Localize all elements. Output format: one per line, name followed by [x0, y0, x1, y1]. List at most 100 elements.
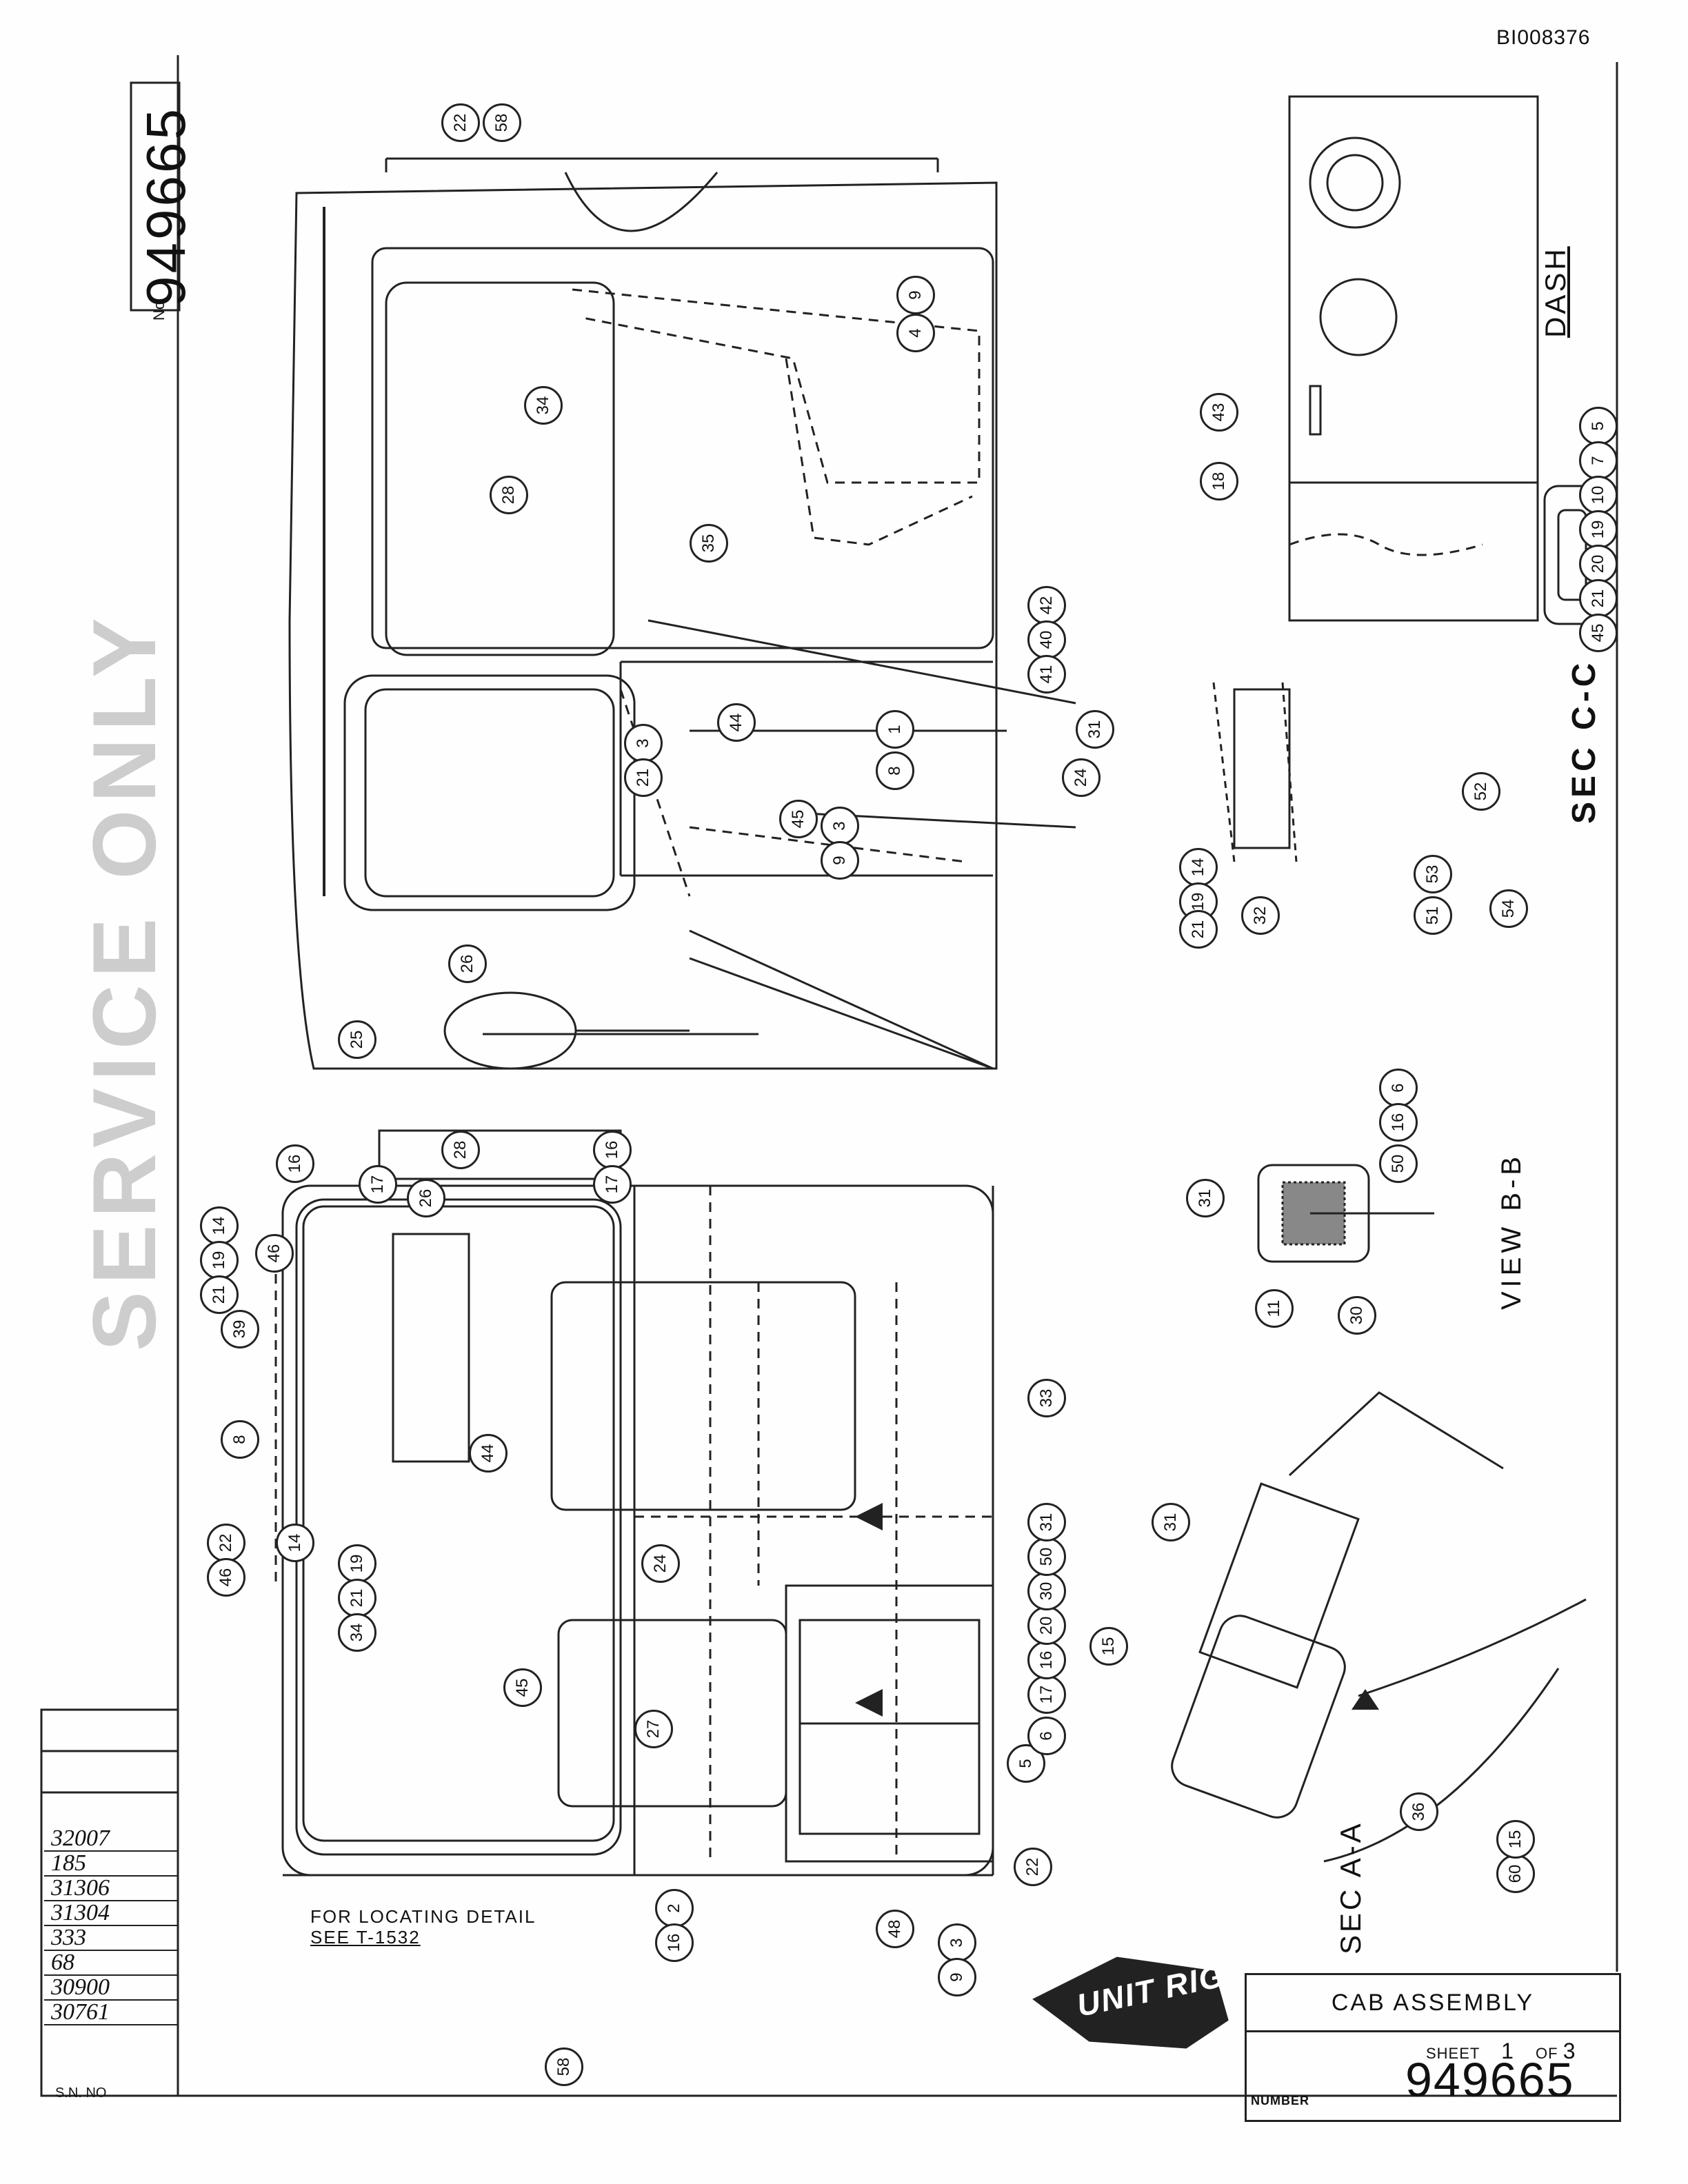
serial-number: 185: [44, 1852, 179, 1877]
locate-note-line1: FOR LOCATING DETAIL: [310, 1906, 536, 1927]
part-callout-8: 8: [221, 1420, 259, 1459]
part-callout-17: 17: [593, 1165, 632, 1204]
part-callout-21: 21: [338, 1579, 376, 1617]
part-callout-21: 21: [1579, 579, 1618, 618]
part-callout-26: 26: [407, 1179, 445, 1217]
part-callout-17: 17: [1027, 1675, 1066, 1714]
part-callout-44: 44: [717, 703, 756, 742]
part-callout-18: 18: [1200, 462, 1238, 501]
part-callout-50: 50: [1027, 1537, 1066, 1576]
part-callout-16: 16: [655, 1923, 694, 1962]
part-callout-5: 5: [1579, 407, 1618, 445]
label-dash: DASH: [1539, 246, 1571, 338]
serial-number: 68: [44, 1951, 179, 1976]
part-callout-60: 60: [1496, 1854, 1535, 1893]
part-callout-16: 16: [276, 1144, 314, 1183]
header-code: BI008376: [1496, 26, 1591, 49]
part-callout-3: 3: [624, 724, 663, 762]
part-callout-25: 25: [338, 1020, 376, 1059]
serial-number-table: 32007 185 31306 31304 333 68 30900 30761: [44, 1827, 179, 2025]
part-callout-50: 50: [1379, 1144, 1418, 1183]
part-callout-45: 45: [503, 1668, 542, 1707]
part-callout-28: 28: [441, 1131, 480, 1169]
part-callout-40: 40: [1027, 620, 1066, 659]
part-callout-3: 3: [938, 1923, 976, 1962]
service-stamp: SERVICE ONLY: [74, 611, 174, 1351]
part-callout-16: 16: [1379, 1103, 1418, 1142]
part-callout-21: 21: [200, 1275, 239, 1314]
part-callout-34: 34: [338, 1613, 376, 1652]
title-block: CAB ASSEMBLY SHEET 1 OF 3 NUMBER 949665: [1245, 1973, 1621, 2122]
part-callout-2: 2: [655, 1889, 694, 1928]
drawing-number-vertical: 949665: [135, 106, 197, 307]
part-callout-52: 52: [1462, 772, 1500, 811]
serial-number: 30900: [44, 1976, 179, 2001]
part-callout-22: 22: [207, 1524, 245, 1562]
part-callout-9: 9: [821, 841, 859, 880]
part-callout-36: 36: [1400, 1792, 1438, 1831]
part-callout-31: 31: [1186, 1179, 1225, 1217]
part-callout-14: 14: [1179, 848, 1218, 887]
part-callout-8: 8: [876, 751, 914, 790]
part-callout-27: 27: [634, 1710, 673, 1748]
part-callout-35: 35: [690, 524, 728, 563]
serial-number: 32007: [44, 1827, 179, 1852]
serial-number: 31306: [44, 1877, 179, 1901]
part-callout-4: 4: [896, 314, 935, 352]
serial-number: 30761: [44, 2001, 179, 2025]
number-label: NUMBER: [1251, 2094, 1309, 2107]
part-callout-21: 21: [1179, 910, 1218, 949]
part-callout-26: 26: [448, 944, 487, 983]
part-callout-33: 33: [1027, 1379, 1066, 1417]
part-callout-39: 39: [221, 1310, 259, 1348]
part-callout-58: 58: [545, 2048, 583, 2086]
part-callout-30: 30: [1338, 1296, 1376, 1335]
part-callout-14: 14: [276, 1524, 314, 1562]
part-callout-51: 51: [1414, 896, 1452, 935]
part-callout-58: 58: [483, 103, 521, 142]
drawing-number-prefix: No: [150, 301, 168, 321]
part-callout-28: 28: [490, 476, 528, 514]
serial-number: 31304: [44, 1901, 179, 1926]
part-callout-20: 20: [1579, 545, 1618, 583]
label-sec-a: SEC A-A: [1334, 1821, 1367, 1954]
part-callout-19: 19: [200, 1241, 239, 1280]
part-callout-46: 46: [255, 1234, 294, 1273]
part-callout-48: 48: [876, 1910, 914, 1948]
part-callout-19: 19: [1579, 510, 1618, 549]
part-callout-45: 45: [1579, 614, 1618, 652]
locate-note: FOR LOCATING DETAIL SEE T-1532: [310, 1906, 536, 1948]
part-callout-31: 31: [1152, 1503, 1190, 1541]
part-callout-32: 32: [1241, 896, 1280, 935]
drawing-title: CAB ASSEMBLY: [1247, 1975, 1619, 2032]
part-callout-44: 44: [469, 1434, 508, 1473]
part-callout-15: 15: [1089, 1627, 1128, 1666]
part-callout-31: 31: [1076, 710, 1114, 749]
part-callout-17: 17: [359, 1165, 397, 1204]
part-callout-19: 19: [338, 1544, 376, 1583]
label-view-b: VIEW B-B: [1496, 1152, 1527, 1310]
part-callout-22: 22: [441, 103, 480, 142]
drawing-number: 949665: [1405, 2053, 1575, 2107]
locate-note-line2: SEE T-1532: [310, 1927, 421, 1948]
part-callout-54: 54: [1489, 889, 1528, 928]
part-callout-6: 6: [1027, 1717, 1066, 1755]
serial-number-label: S.N. NO: [55, 2085, 107, 2101]
part-callout-16: 16: [1027, 1641, 1066, 1679]
part-callout-43: 43: [1200, 393, 1238, 432]
part-callout-15: 15: [1496, 1820, 1535, 1859]
part-callout-21: 21: [624, 758, 663, 797]
part-callout-6: 6: [1379, 1069, 1418, 1107]
serial-number: 333: [44, 1926, 179, 1951]
part-callout-45: 45: [779, 800, 818, 838]
part-callout-46: 46: [207, 1558, 245, 1597]
part-callout-24: 24: [641, 1544, 680, 1583]
part-callout-9: 9: [896, 276, 935, 314]
part-callout-1: 1: [876, 710, 914, 749]
part-callout-22: 22: [1014, 1848, 1052, 1886]
part-callout-20: 20: [1027, 1606, 1066, 1645]
part-callout-9: 9: [938, 1958, 976, 1996]
part-callout-31: 31: [1027, 1503, 1066, 1541]
sheet-info: SHEET 1 OF 3: [1426, 2039, 1576, 2063]
